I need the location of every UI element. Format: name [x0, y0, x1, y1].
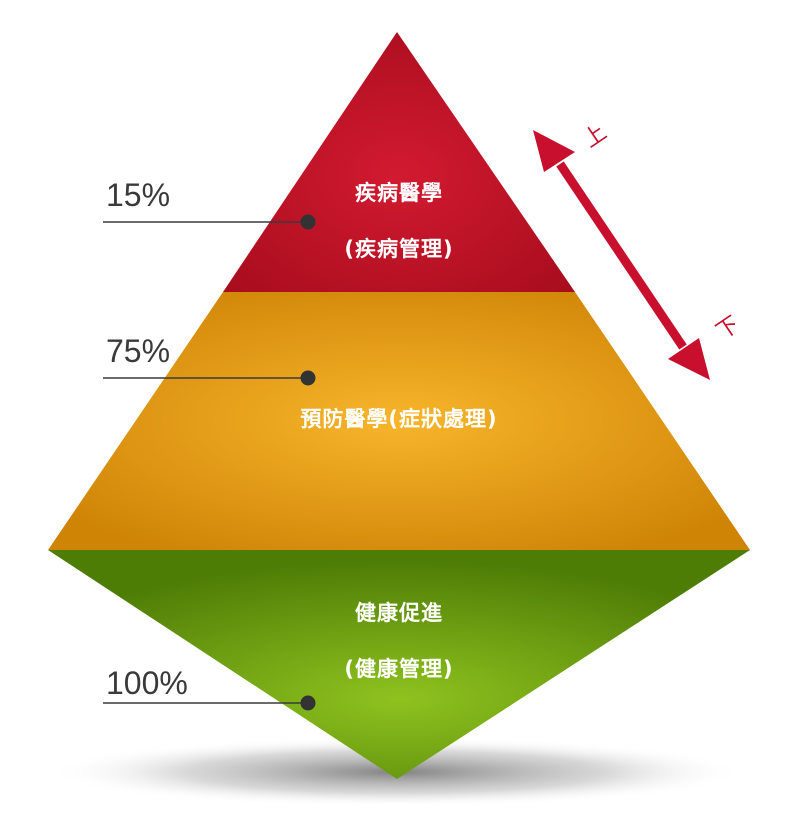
tier-bottom-subtitle: (健康管理) — [344, 657, 453, 681]
tier-bottom-health-promotion — [48, 550, 750, 779]
leader-middle — [103, 370, 316, 386]
direction-arrow — [533, 130, 710, 380]
tier-middle-title: 預防醫學(症狀處理) — [300, 407, 497, 431]
percent-middle: 75% — [106, 333, 170, 369]
tier-bottom-title: 健康促進 — [355, 601, 443, 625]
leader-dot-bottom — [300, 695, 316, 711]
percent-top: 15% — [106, 177, 170, 213]
tier-middle-preventive-medicine — [48, 292, 750, 550]
leader-dot-top — [300, 214, 316, 230]
leader-dot-middle — [300, 370, 316, 386]
tier-top-subtitle: (疾病管理) — [344, 237, 453, 261]
direction-label-down: 下 — [712, 312, 744, 345]
tier-top-title: 疾病醫學 — [355, 181, 443, 205]
percent-bottom: 100% — [106, 665, 188, 701]
arrow-head-up — [533, 130, 575, 172]
arrow-head-down — [668, 338, 710, 380]
direction-label-up: 上 — [579, 120, 611, 153]
leader-top — [103, 214, 316, 230]
leader-bottom — [103, 695, 316, 711]
